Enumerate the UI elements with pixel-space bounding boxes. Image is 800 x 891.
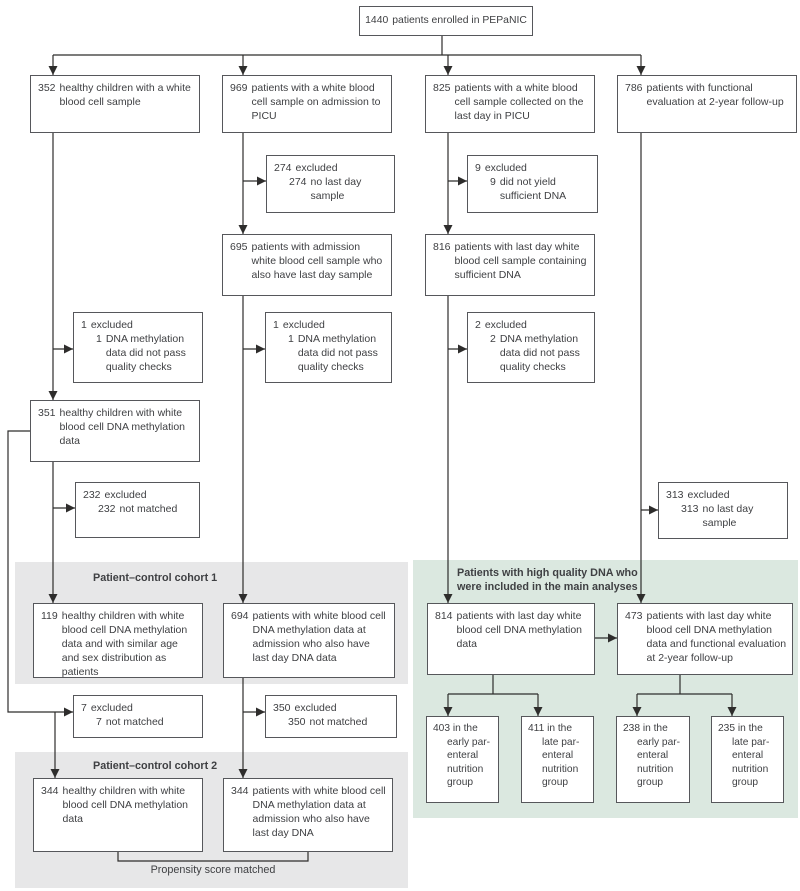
box-number: 969 — [230, 82, 248, 94]
box-lastday-816: 816 patients with last day white blood c… — [425, 234, 595, 296]
excluded-reason: not matched — [119, 502, 178, 515]
excluded-reason-count: 1 — [288, 332, 294, 345]
box-followup-473: 473 patients with last day white blood c… — [617, 603, 793, 675]
box-text: patients with admission white blood cell… — [251, 241, 383, 281]
excluded-label: excluded — [282, 319, 325, 331]
excluded-reason-count: 313 — [681, 502, 699, 515]
box-text: 238 in the early par- enteral nutrition … — [623, 723, 681, 789]
excluded-count: 313 — [666, 489, 684, 501]
box-number: 473 — [625, 610, 643, 622]
box-number: 352 — [38, 82, 56, 94]
region-header-cohort-2: Patient–control cohort 2 — [93, 760, 218, 772]
box-admission-694: 694 patients with white blood cell DNA m… — [223, 603, 395, 678]
excluded-count: 1 — [81, 319, 87, 331]
box-text: healthy children with white blood cell D… — [61, 610, 188, 678]
excluded-count: 232 — [83, 489, 101, 501]
box-text: patients with functional evaluation at 2… — [646, 82, 784, 108]
box-healthy-351: 351 healthy children with white blood ce… — [30, 400, 200, 462]
excluded-reason-count: 232 — [98, 502, 116, 515]
box-admission-969: 969 patients with a white blood cell sam… — [222, 75, 392, 133]
region-header-cohort-1: Patient–control cohort 1 — [93, 572, 218, 584]
excluded-label: excluded — [90, 319, 133, 331]
box-cohort1-119: 119 healthy children with white blood ce… — [33, 603, 203, 678]
box-admission-695: 695 patients with admission white blood … — [222, 234, 392, 296]
excluded-reason: not matched — [309, 715, 368, 728]
excluded-reason: DNA methylation data did not pass qualit… — [105, 332, 186, 373]
box-number: 786 — [625, 82, 643, 94]
excluded-label: excluded — [295, 162, 338, 174]
box-number: 825 — [433, 82, 451, 94]
excluded-reason-count: 9 — [490, 175, 496, 188]
box-lastday-814: 814 patients with last day white blood c… — [427, 603, 595, 675]
box-early-pn-403: 403 in the early par- enteral nutrition … — [426, 716, 499, 803]
box-text: 403 in the early par- enteral nutrition … — [433, 723, 491, 789]
box-healthy-352: 352 healthy children with a white blood … — [30, 75, 200, 133]
box-late-pn-411: 411 in the late par- enteral nutrition g… — [521, 716, 594, 803]
box-text: patients with a white blood cell sample … — [454, 82, 584, 122]
box-text: 235 in the late par- enteral nutrition g… — [718, 723, 770, 789]
excluded-reason: no last day sample — [310, 175, 362, 202]
excluded-reason: DNA methylation data did not pass qualit… — [499, 332, 580, 373]
excluded-count: 350 — [273, 702, 291, 714]
excluded-count: 2 — [475, 319, 481, 331]
excluded-label: excluded — [687, 489, 730, 501]
excluded-reason: did not yield sufficient DNA — [499, 175, 567, 202]
excluded-reason-count: 7 — [96, 715, 102, 728]
excluded-reason-count: 350 — [288, 715, 306, 728]
excluded-label: excluded — [294, 702, 337, 714]
box-text: patients with last day white blood cell … — [456, 610, 583, 650]
excluded-count: 9 — [475, 162, 481, 174]
excluded-count: 274 — [274, 162, 292, 174]
excluded-label: excluded — [104, 489, 147, 501]
propensity-score-label: Propensity score matched — [150, 864, 276, 876]
region-header-main-analyses: Patients with high quality DNA who were … — [457, 567, 638, 594]
excluded-reason: not matched — [105, 715, 164, 728]
box-text: patients with white blood cell DNA methy… — [252, 785, 386, 839]
excluded-label: excluded — [484, 162, 527, 174]
box-text: patients with last day white blood cell … — [454, 241, 587, 281]
box-text: 411 in the late par- enteral nutrition g… — [528, 723, 580, 789]
box-text: patients with a white blood cell sample … — [251, 82, 381, 122]
box-number: 344 — [41, 785, 59, 797]
box-number: 119 — [41, 610, 58, 622]
excluded-count: 1 — [273, 319, 279, 331]
excluded-reason-count: 274 — [289, 175, 307, 188]
box-late-pn-235: 235 in the late par- enteral nutrition g… — [711, 716, 784, 803]
box-number: 351 — [38, 407, 56, 419]
excluded-label: excluded — [484, 319, 527, 331]
box-text: healthy children with a white blood cell… — [59, 82, 191, 108]
box-number: 816 — [433, 241, 451, 253]
box-number: 695 — [230, 241, 248, 253]
box-lastday-825: 825 patients with a white blood cell sam… — [425, 75, 595, 133]
box-admission-344: 344 patients with white blood cell DNA m… — [223, 778, 393, 852]
box-number: 1440 — [365, 15, 389, 27]
excluded-reason: DNA methylation data did not pass qualit… — [297, 332, 378, 373]
box-number: 814 — [435, 610, 453, 622]
box-early-pn-238: 238 in the early par- enteral nutrition … — [616, 716, 690, 803]
excluded-reason: no last day sample — [702, 502, 754, 529]
box-enrolled-1440: 1440 patients enrolled in PEPaNIC — [359, 6, 533, 36]
box-text: patients enrolled in PEPaNIC — [392, 15, 527, 27]
excluded-count: 7 — [81, 702, 87, 714]
box-followup-786: 786 patients with functional evaluation … — [617, 75, 797, 133]
box-healthy-344: 344 healthy children with white blood ce… — [33, 778, 203, 852]
excluded-label: excluded — [90, 702, 133, 714]
box-number: 344 — [231, 785, 249, 797]
box-text: patients with white blood cell DNA methy… — [252, 610, 386, 664]
box-text: healthy children with white blood cell D… — [62, 785, 189, 825]
box-text: healthy children with white blood cell D… — [59, 407, 186, 447]
excluded-reason-count: 2 — [490, 332, 496, 345]
box-text: patients with last day white blood cell … — [646, 610, 787, 664]
excluded-reason-count: 1 — [96, 332, 102, 345]
box-number: 694 — [231, 610, 249, 622]
